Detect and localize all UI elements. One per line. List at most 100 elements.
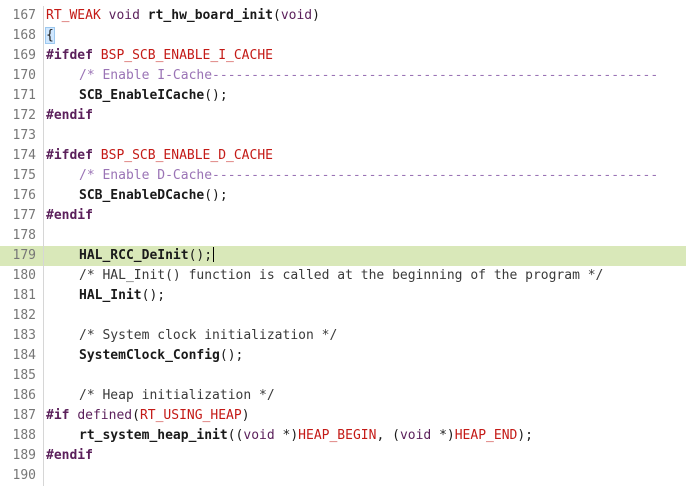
code-token: void [108,8,148,23]
gutter-separator [43,66,44,86]
code-token: HEAP_BEGIN [298,428,377,443]
code-line[interactable]: 185 [0,366,686,386]
code-text[interactable]: RT_WEAK void rt_hw_board_init(void) [46,6,320,26]
code-text[interactable]: #endif [46,446,93,466]
code-token: /* Enable D-Cache-----------------------… [79,168,659,183]
code-line[interactable]: 173 [0,126,686,146]
gutter-separator [43,406,44,426]
code-token: SCB_EnableDCache [79,188,205,203]
gutter-separator [43,186,44,206]
gutter-separator [43,86,44,106]
gutter-separator [43,106,44,126]
code-line[interactable]: 186 /* Heap initialization */ [0,386,686,406]
code-line[interactable]: 170 /* Enable I-Cache--------------------… [0,66,686,86]
gutter-separator [43,446,44,466]
code-token: defined [77,408,133,423]
code-text[interactable]: #ifdef BSP_SCB_ENABLE_I_CACHE [46,46,273,66]
line-number: 181 [12,288,36,303]
code-line[interactable]: 174#ifdef BSP_SCB_ENABLE_D_CACHE [0,146,686,166]
line-number: 188 [12,428,36,443]
code-token: *) [282,428,299,443]
gutter-separator [43,26,44,46]
gutter-separator [43,146,44,166]
code-text[interactable]: SCB_EnableDCache(); [46,186,228,206]
code-text[interactable]: HAL_RCC_DeInit(); [46,246,215,266]
code-text[interactable]: #endif [46,206,93,226]
line-number: 175 [12,168,36,183]
line-number: 169 [12,48,36,63]
code-token: SystemClock_Config [79,348,220,363]
line-number: 182 [12,308,36,323]
code-line[interactable]: 169 #ifdef BSP_SCB_ENABLE_I_CACHE [0,46,686,66]
gutter-separator [43,246,44,266]
code-line[interactable]: 189#endif [0,446,686,466]
code-token: (); [141,288,166,303]
code-token: #endif [46,448,93,463]
line-number: 190 [12,468,36,483]
code-token: { [45,27,55,44]
code-text[interactable]: { [45,26,55,46]
code-line[interactable]: 175 /* Enable D-Cache--------------------… [0,166,686,186]
code-token: /* Heap initialization */ [79,388,275,403]
code-line[interactable]: 188 rt_system_heap_init((void *)HEAP_BEGI… [0,426,686,446]
text-cursor [213,247,215,262]
code-text[interactable]: /* System clock initialization */ [46,326,337,346]
code-token: (); [219,348,244,363]
code-line[interactable]: 171 SCB_EnableICache(); [0,86,686,106]
code-line[interactable]: 183/* System clock initialization */ [0,326,686,346]
line-number: 177 [12,208,36,223]
code-text[interactable]: rt_system_heap_init((void *)HEAP_BEGIN, … [46,426,533,446]
gutter-separator [43,326,44,346]
code-text[interactable]: /* Enable I-Cache-----------------------… [46,66,658,86]
code-token: /* System clock initialization */ [79,328,338,343]
code-text[interactable]: /* HAL_Init() function is called at the … [46,266,603,286]
code-token: void [399,428,440,443]
code-token: HEAP_END [454,428,518,443]
code-line[interactable]: 182 [0,306,686,326]
code-line[interactable]: 181 HAL_Init(); [0,286,686,306]
line-number: 184 [12,348,36,363]
code-token: (); [188,248,213,263]
line-number: 171 [12,88,36,103]
line-number: 187 [12,408,36,423]
code-line[interactable]: 172#endif [0,106,686,126]
code-token: (); [204,88,228,103]
code-text[interactable]: HAL_Init(); [46,286,165,306]
code-line[interactable]: 187 #if defined(RT_USING_HEAP) [0,406,686,426]
code-line[interactable]: 177 #endif [0,206,686,226]
code-text[interactable]: #endif [46,106,93,126]
code-token: ) [312,8,320,23]
code-token: , ( [376,428,400,443]
code-token: void [280,8,313,23]
code-line[interactable]: 168{ [0,26,686,46]
code-token: #ifdef [46,48,101,63]
code-text[interactable]: SCB_EnableICache(); [46,86,228,106]
line-number: 173 [12,128,36,143]
code-line[interactable]: 178 [0,226,686,246]
code-text[interactable]: #ifdef BSP_SCB_ENABLE_D_CACHE [46,146,273,166]
code-line[interactable]: 180 /* HAL_Init() function is called at t… [0,266,686,286]
code-line[interactable]: 184 SystemClock_Config(); [0,346,686,366]
code-token: ( [132,408,140,423]
gutter-separator [43,206,44,226]
line-number: 186 [12,388,36,403]
code-text[interactable]: /* Heap initialization */ [46,386,275,406]
code-token: SCB_EnableICache [79,88,205,103]
code-text[interactable]: #if defined(RT_USING_HEAP) [46,406,250,426]
code-token: ) [241,408,250,423]
code-token: /* HAL_Init() function is called at the … [79,268,604,283]
line-number: 185 [12,368,36,383]
code-token: HAL_RCC_DeInit [79,248,189,263]
line-number: 170 [12,68,36,83]
gutter-separator [43,166,44,186]
code-token: RT_WEAK [46,8,109,23]
code-text[interactable]: /* Enable D-Cache-----------------------… [46,166,658,186]
line-number: 180 [12,268,36,283]
code-line[interactable]: 190 [0,466,686,486]
code-text[interactable]: SystemClock_Config(); [46,346,243,366]
gutter-separator [43,346,44,366]
